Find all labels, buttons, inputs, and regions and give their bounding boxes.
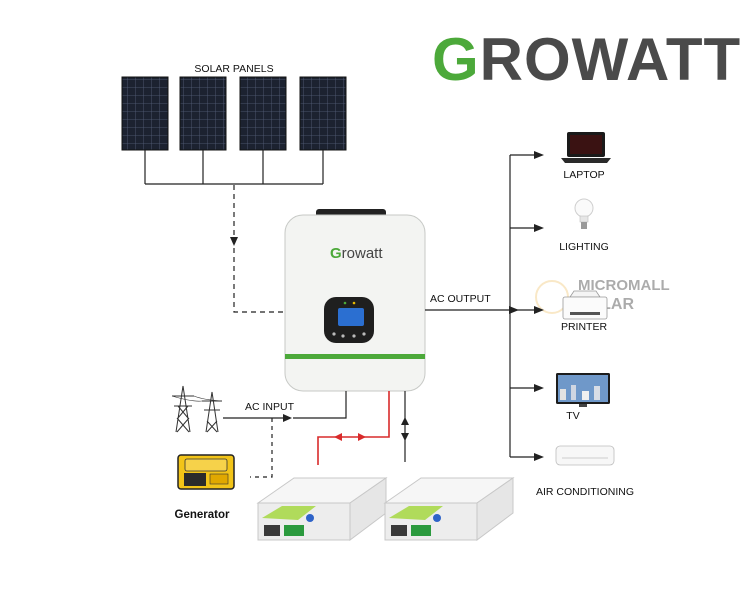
laptop-base <box>561 158 611 163</box>
battery-red-arrow-icon <box>334 433 342 441</box>
inverter-button <box>341 334 345 338</box>
solar-panel <box>299 76 347 151</box>
solar-panels <box>121 76 347 151</box>
solar-panel <box>121 76 169 151</box>
printer-label: PRINTER <box>561 321 608 333</box>
tv-screen-building <box>582 391 589 400</box>
tv-screen-building <box>594 386 600 400</box>
laptop-icon <box>561 132 611 163</box>
inverter-led <box>343 301 347 305</box>
generator-icon <box>177 454 235 490</box>
growatt-logo: GROWATT <box>432 26 742 93</box>
solar-panels-label: SOLAR PANELS <box>194 63 273 75</box>
air-conditioning-label: AIR CONDITIONING <box>536 486 634 498</box>
laptop-label: LAPTOP <box>563 169 604 181</box>
battery-left <box>256 477 388 541</box>
inverter-button <box>332 332 336 336</box>
branch-arrow-icon <box>534 224 544 232</box>
inverter-button <box>352 334 356 338</box>
battery-red-link <box>317 391 390 465</box>
battery-up-arrow-icon <box>401 417 409 425</box>
light-bulb-icon <box>574 198 594 229</box>
solar-arrow-icon <box>230 237 238 246</box>
battery-terminal <box>391 525 407 536</box>
branch-lines <box>510 154 536 458</box>
inverter-logo: Growatt <box>330 245 383 262</box>
ac-input-to-inverter-line <box>293 391 347 419</box>
inverter-button <box>362 332 366 336</box>
battery-indicator <box>306 514 314 522</box>
printer-body <box>562 296 608 320</box>
branch-arrow-icon <box>534 453 544 461</box>
battery-green-label <box>389 506 443 520</box>
ac-unit-body <box>555 445 615 466</box>
battery-right <box>383 477 515 541</box>
battery-green-label <box>262 506 316 520</box>
battery-indicator <box>433 514 441 522</box>
power-tower-right <box>202 391 222 433</box>
battery-red-arrow-icon <box>358 433 366 441</box>
inverter-led <box>352 301 356 305</box>
tv-screen-building <box>560 389 566 400</box>
branch-arrow-icon <box>534 306 544 314</box>
battery-badge <box>284 525 304 536</box>
bulb-base <box>581 222 587 229</box>
ac-output-label: AC OUTPUT <box>430 293 491 305</box>
solar-panel <box>179 76 227 151</box>
tv-screen-building <box>571 385 576 400</box>
power-tower-left <box>172 385 194 433</box>
branch-arrow-icon <box>534 151 544 159</box>
watermark-line1: MICROMALL <box>578 277 670 294</box>
panel-wiring <box>144 150 324 185</box>
air-conditioner-icon <box>555 445 615 466</box>
battery-down-arrow-icon <box>401 433 409 441</box>
inverter-lcd-screen <box>338 308 364 326</box>
printer-paper-tray <box>569 290 601 298</box>
generator-dashed-line <box>250 418 273 478</box>
generator-engine <box>184 473 206 486</box>
ac-input-arrow-icon <box>283 414 292 422</box>
tv-icon <box>556 373 610 407</box>
power-tower-icon <box>171 385 223 433</box>
laptop-display <box>570 135 602 154</box>
battery-badge <box>411 525 431 536</box>
branch-arrow-icon <box>534 384 544 392</box>
inverter: Growatt <box>284 209 426 392</box>
generator-label: Generator <box>175 509 230 521</box>
generator-panel <box>209 473 229 485</box>
generator-tank <box>184 458 228 472</box>
bulb-neck <box>579 215 589 223</box>
battery-terminal <box>264 525 280 536</box>
output-branches <box>510 151 544 461</box>
printer-icon <box>562 290 608 320</box>
printer-slot <box>570 312 600 315</box>
inverter-green-stripe <box>285 354 425 359</box>
solar-panel <box>239 76 287 151</box>
tv-label: TV <box>566 410 579 422</box>
tv-stand <box>579 404 587 407</box>
solar-to-inverter-line <box>233 248 284 313</box>
lighting-label: LIGHTING <box>559 241 609 253</box>
power-cables <box>171 395 223 402</box>
bulb-glass <box>574 198 594 218</box>
ac-input-label: AC INPUT <box>245 401 295 413</box>
